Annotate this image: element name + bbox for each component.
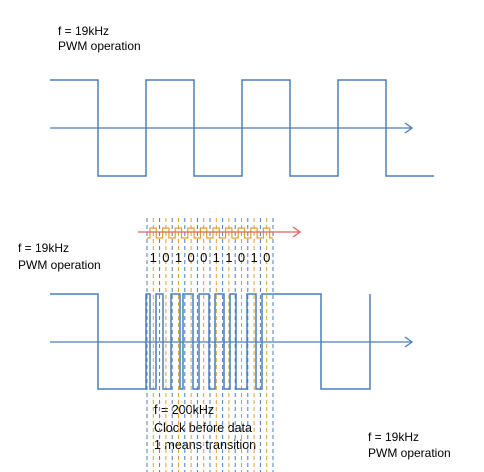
bit-value: 0 (200, 250, 207, 265)
bit-value: 0 (263, 250, 270, 265)
bottom-mode-label: PWM operation (368, 446, 451, 460)
bit-value: 1 (250, 250, 257, 265)
top-frequency-label: f = 19kHz (58, 24, 110, 38)
bottom-frequency-label: f = 19kHz (368, 430, 420, 444)
bit-value: 1 (213, 250, 220, 265)
bit-value: 0 (162, 250, 169, 265)
clock-arrowhead (292, 226, 302, 238)
bit-value: 1 (225, 250, 232, 265)
clock-frequency-label: f = 200kHz (154, 403, 215, 417)
clock-waveform (147, 227, 273, 239)
top-mode-label: PWM operation (58, 39, 141, 53)
top-axis-arrowhead (404, 122, 414, 134)
bit-value: 1 (175, 250, 182, 265)
bit-value: 1 (150, 250, 157, 265)
transition-description-label: 1 means transition (154, 438, 257, 452)
bit-value: 0 (238, 250, 245, 265)
modulated-waveform (50, 293, 371, 390)
bit-value: 0 (187, 250, 194, 265)
middle-frequency-label: f = 19kHz (18, 241, 70, 255)
middle-mode-label: PWM operation (18, 258, 101, 272)
bottom-axis-arrowhead (404, 336, 414, 348)
